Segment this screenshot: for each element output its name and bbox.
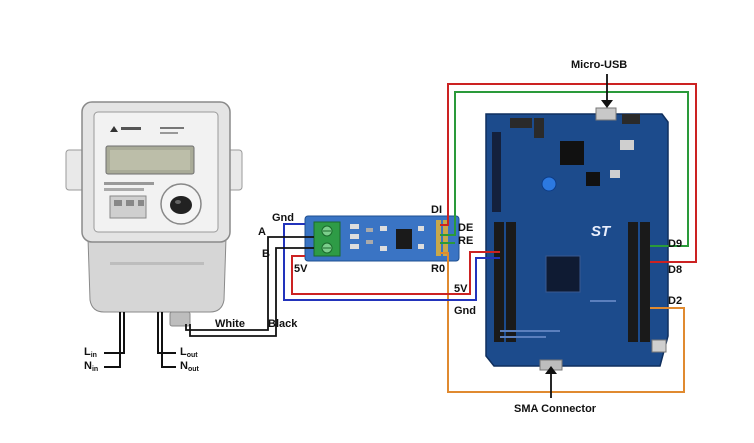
- sma-connector-label: SMA Connector: [514, 403, 597, 415]
- wire-gnd: [283, 223, 500, 301]
- r0-label: R0: [431, 263, 446, 275]
- di-label: DI: [431, 204, 442, 216]
- wire-5v: [291, 251, 500, 295]
- energy-meter: [65, 101, 243, 327]
- svg-text:ST: ST: [591, 223, 612, 240]
- de-label: DE: [458, 222, 474, 234]
- annotation-arrows: [545, 74, 613, 398]
- a-label: A: [258, 226, 266, 238]
- d8-label: D8: [668, 264, 683, 276]
- microcontroller-board: ST: [485, 107, 669, 371]
- wires: [185, 83, 697, 393]
- wire-de-re-d9: [440, 91, 689, 247]
- d9-label: D9: [668, 238, 683, 250]
- wire-white: [185, 236, 314, 331]
- wire-r0-d2: [440, 252, 685, 393]
- micro-usb-label: Micro-USB: [571, 59, 628, 71]
- re-label: RE: [458, 235, 474, 247]
- 5v-left-label: 5V: [294, 263, 308, 275]
- wire-di-d8: [440, 83, 697, 263]
- n-out-label: Nout: [180, 360, 199, 374]
- 5v-right-label: 5V: [454, 283, 468, 295]
- b-label: B: [262, 248, 270, 260]
- black-wire-label: Black: [268, 318, 298, 330]
- wire-black: [189, 247, 314, 337]
- l-in-label: Lin: [84, 346, 97, 360]
- gnd-bottom-label: Gnd: [454, 305, 476, 317]
- l-out-label: Lout: [180, 346, 198, 360]
- gnd-top-label: Gnd: [272, 212, 294, 224]
- rs485-module: [304, 215, 460, 262]
- meter-power-leads: [104, 312, 176, 368]
- white-wire-label: White: [215, 318, 245, 330]
- d2-label: D2: [668, 295, 683, 307]
- n-in-label: Nin: [84, 360, 99, 374]
